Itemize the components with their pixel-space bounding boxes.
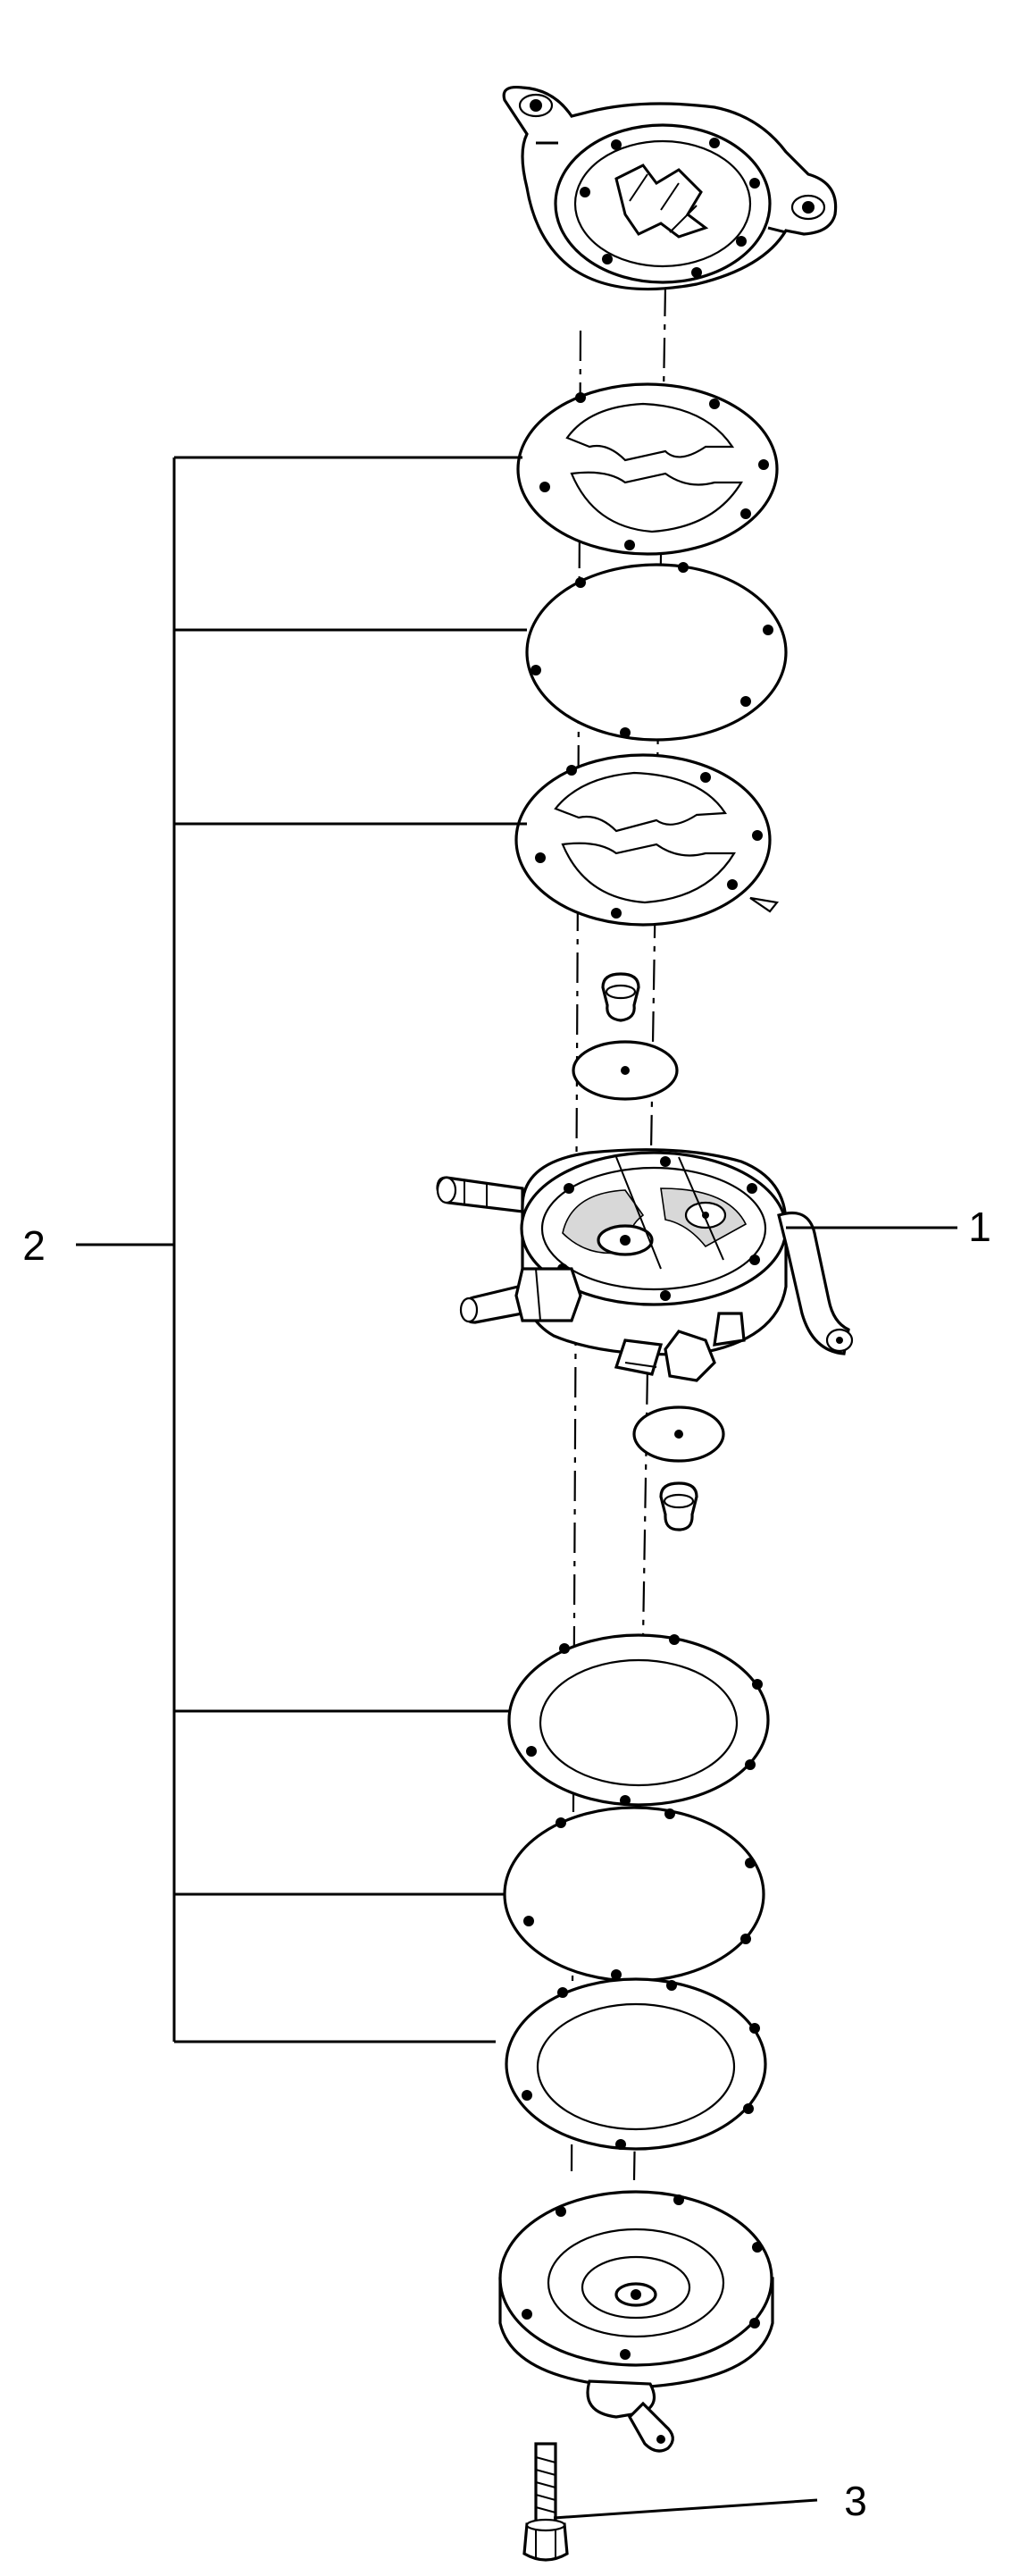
- lower-check-valve: [632, 1405, 725, 1531]
- upper-check-valve: [572, 972, 679, 1101]
- mounting-screw: [522, 2442, 569, 2562]
- lower-gasket-lower: [505, 1977, 767, 2151]
- upper-diaphragm: [525, 562, 788, 742]
- bottom-cover: [498, 2190, 774, 2453]
- middle-gasket: [514, 753, 780, 927]
- callout-2: 2: [22, 1222, 46, 1269]
- top-cover: [502, 85, 838, 291]
- pump-body: [436, 1148, 854, 1382]
- lower-diaphragm: [503, 1806, 765, 1983]
- lower-gasket-upper: [507, 1633, 770, 1807]
- callout-3: 3: [844, 2478, 867, 2524]
- upper-gasket: [516, 382, 779, 556]
- callout-1: 1: [968, 1204, 991, 1250]
- leader-lines: [76, 456, 957, 2520]
